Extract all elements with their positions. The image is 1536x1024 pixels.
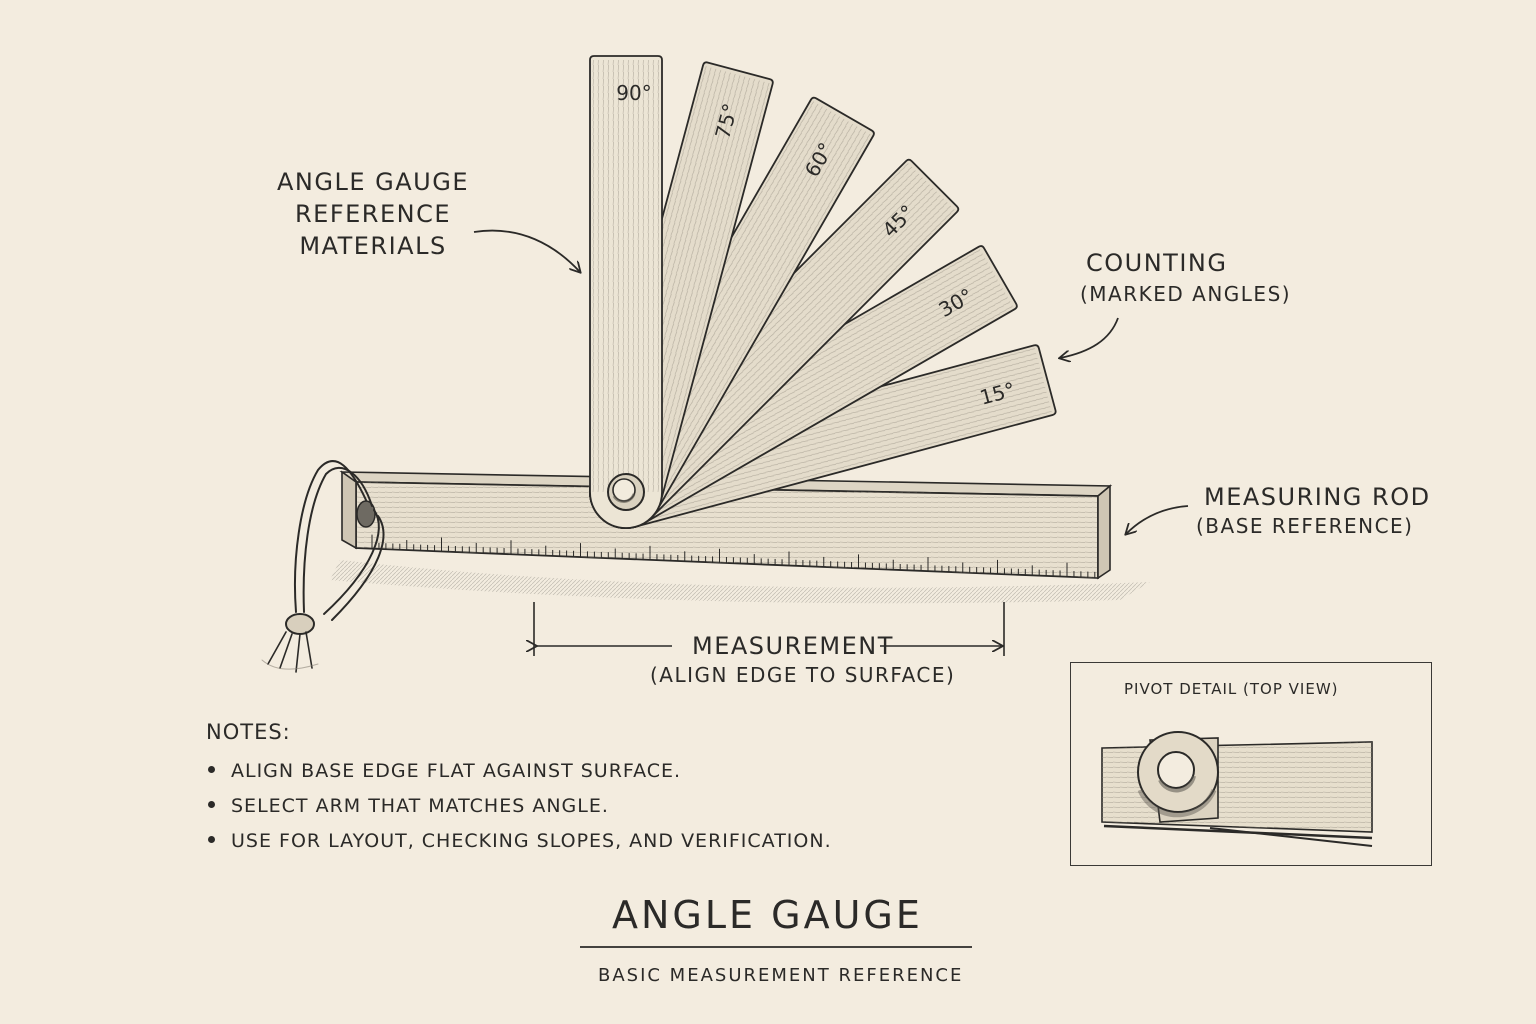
measuring-rod-sub-label: (BASE REFERENCE) [1196,514,1414,538]
rod-shadow [330,560,1150,604]
pivot-rivet-icon [607,473,645,511]
pivot-detail-drawing [1101,731,1373,847]
pivot-detail-title: PIVOT DETAIL (TOP VIEW) [1124,680,1339,698]
arrow-measuring-rod [1126,505,1189,534]
note-item: USE FOR LAYOUT, CHECKING SLOPES, AND VER… [208,830,832,852]
note-item: SELECT ARM THAT MATCHES ANGLE. [208,795,609,817]
reference-line-2: REFERENCE [294,200,452,228]
bullet-icon [208,801,215,808]
counting-label: COUNTING [1086,249,1228,277]
measurement-label: MEASUREMENT [692,632,894,660]
diagram-subtitle: BASIC MEASUREMENT REFERENCE [598,965,964,986]
note-text: ALIGN BASE EDGE FLAT AGAINST SURFACE. [231,760,682,782]
bullet-icon [208,766,215,773]
note-text: SELECT ARM THAT MATCHES ANGLE. [231,795,609,817]
callout-arrows [473,229,1189,534]
counting-sub-label: (MARKED ANGLES) [1080,282,1292,306]
gauge-arm: 90° [589,55,663,529]
reference-line-3: MATERIALS [299,232,447,260]
arm-angle-label: 90° [616,81,651,105]
cord-loop-icon [261,460,385,673]
measurement-sub-label: (ALIGN EDGE TO SURFACE) [650,663,956,687]
note-item: ALIGN BASE EDGE FLAT AGAINST SURFACE. [208,760,681,782]
notes-heading: NOTES: [206,720,291,744]
ruler-ticks [371,534,1096,578]
arrow-reference-materials [473,229,580,272]
pivot-detail-inset [1070,662,1432,866]
reference-line-1: ANGLE GAUGE [277,168,469,196]
note-text: USE FOR LAYOUT, CHECKING SLOPES, AND VER… [231,830,832,852]
reference-materials-label: ANGLE GAUGE REFERENCE MATERIALS [272,166,474,262]
measuring-rod [339,470,1113,580]
measurement-dimension [534,602,1005,656]
gauge-arms: 15°30°45°60°75°90° [589,55,1057,529]
arrow-counting [1060,317,1119,358]
bullet-icon [208,836,215,843]
measuring-rod-label: MEASURING ROD [1204,483,1431,511]
diagram-title: ANGLE GAUGE [612,893,923,937]
